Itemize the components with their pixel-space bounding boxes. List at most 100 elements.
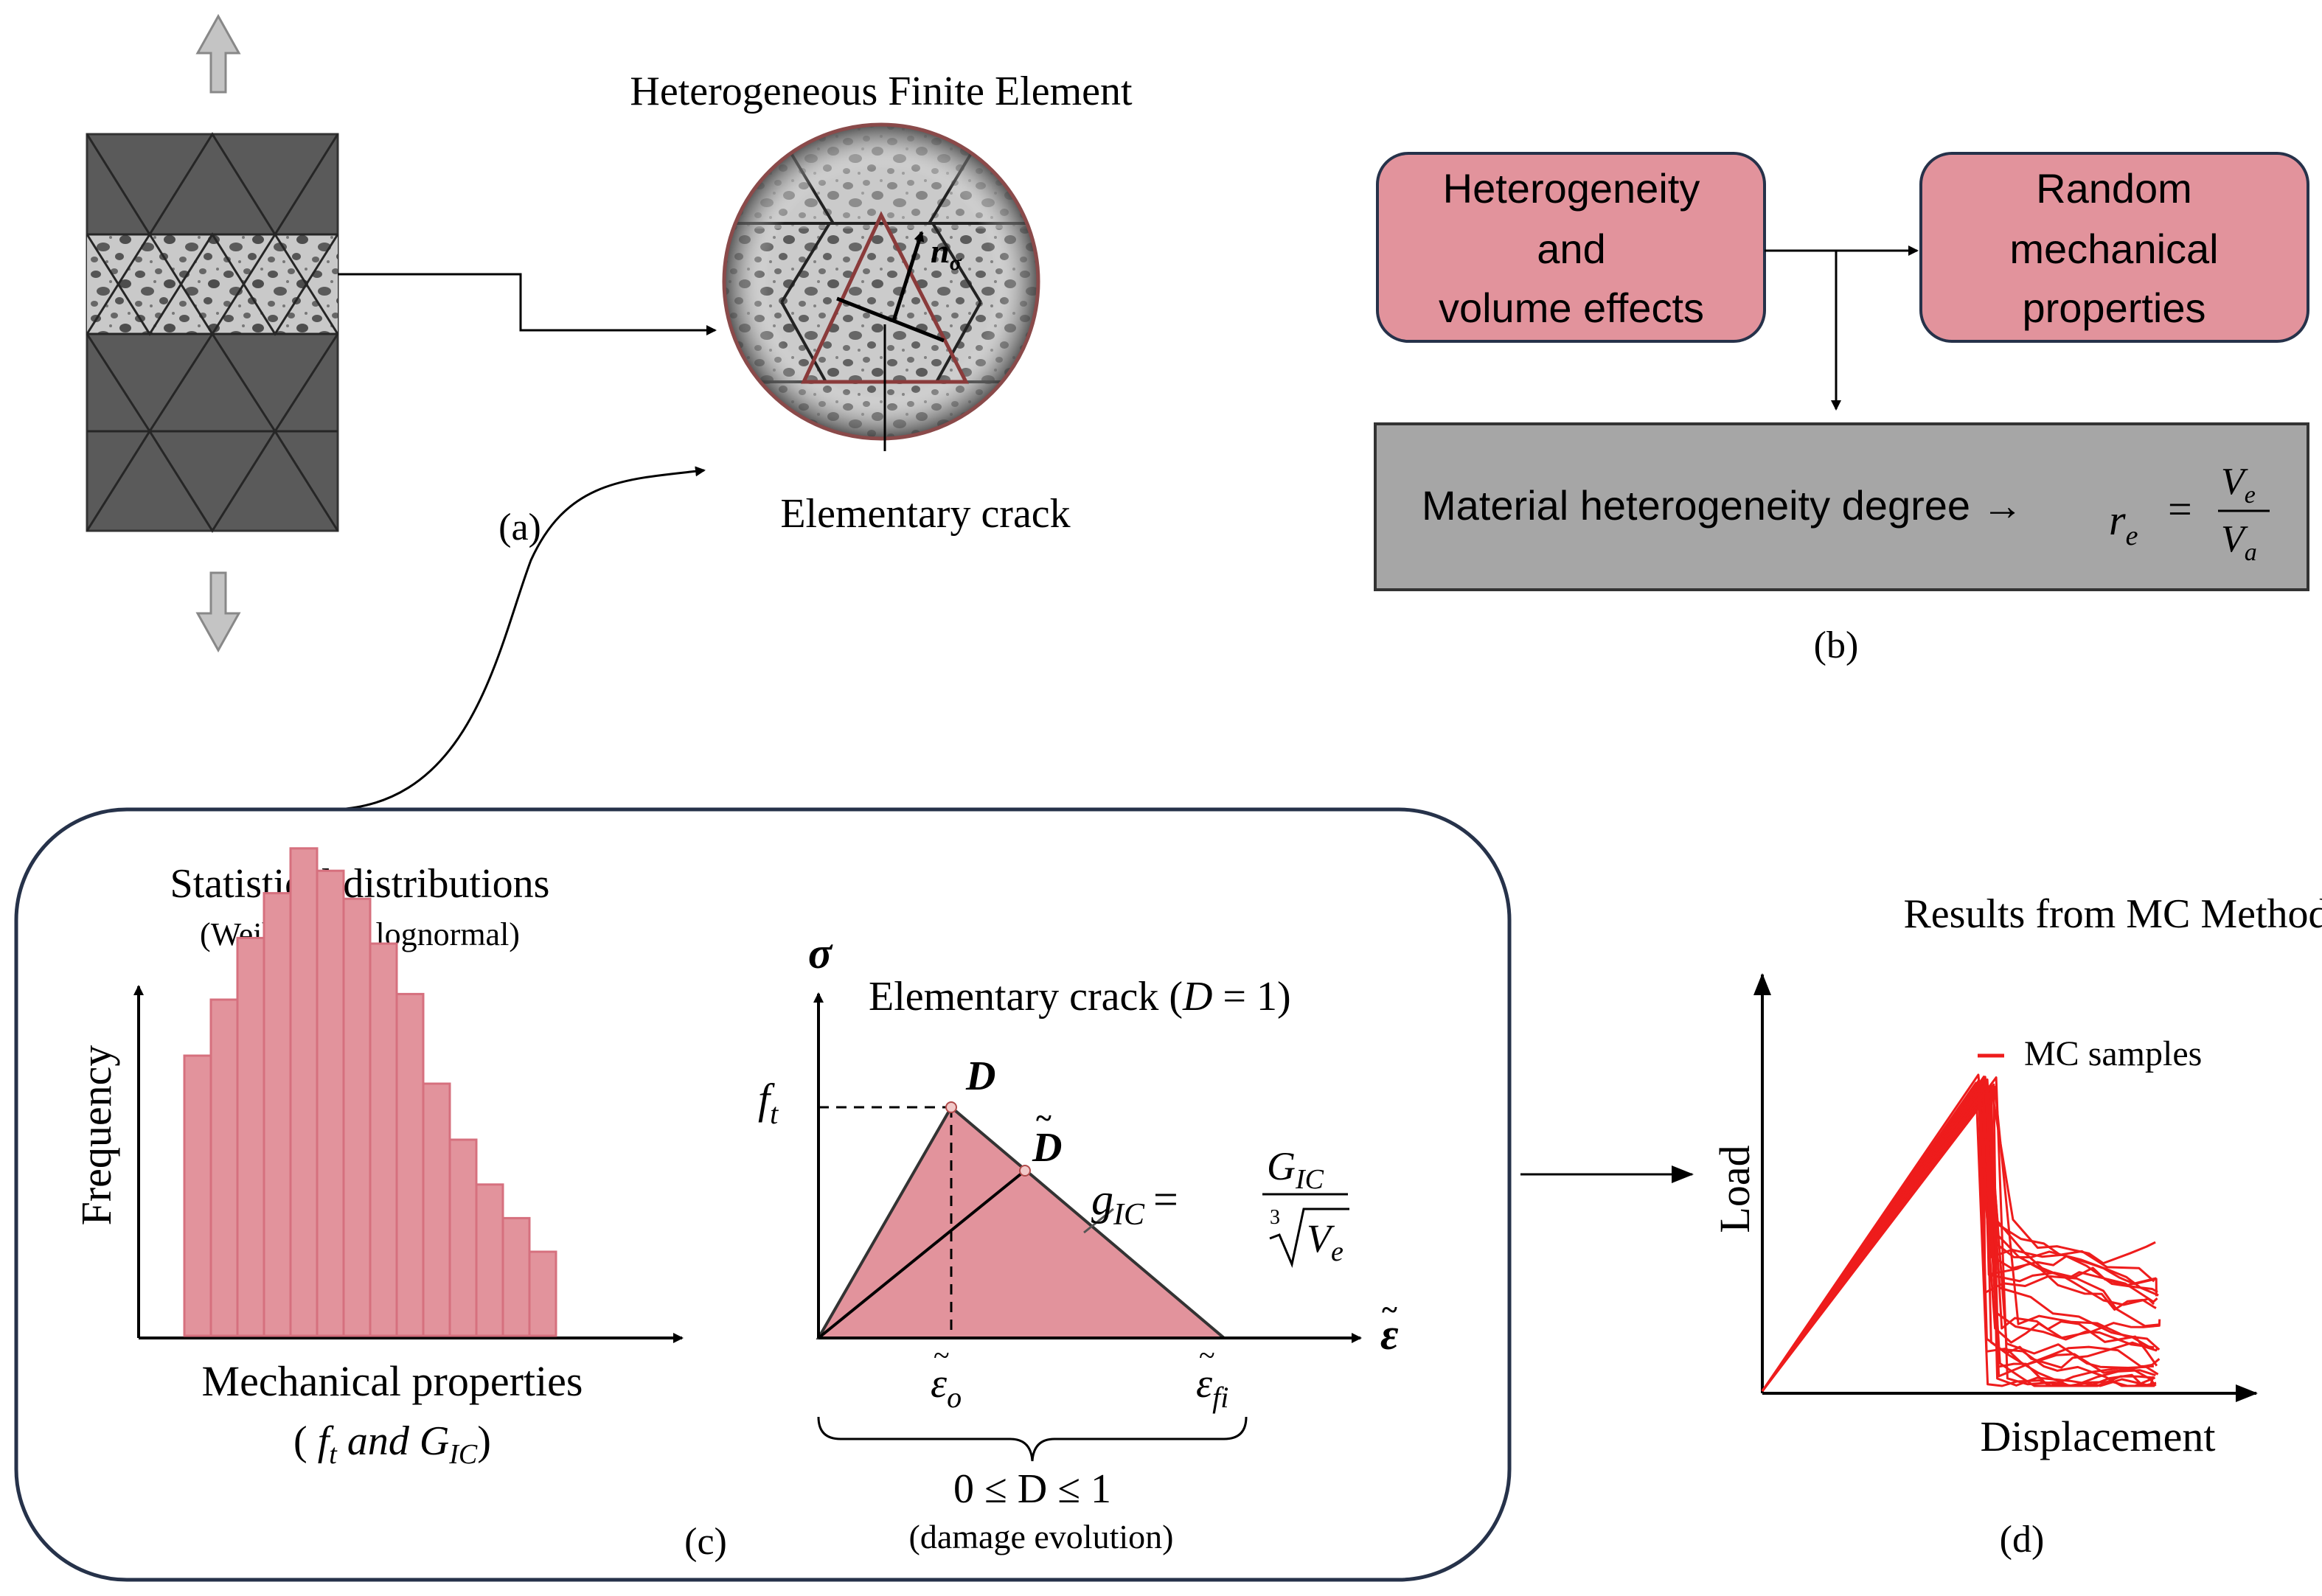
unloading-line — [817, 1169, 1026, 1339]
g-label-leader — [1083, 1208, 1114, 1234]
mc-sample-curve — [1761, 1085, 2161, 1392]
random-box-line-1: Random — [2036, 165, 2192, 212]
g-subscript: IC — [1113, 1198, 1145, 1232]
histogram-bar — [236, 936, 265, 1337]
histogram-bar — [369, 942, 398, 1337]
g-root-index: 3 — [1270, 1206, 1280, 1229]
crack-title: Elementary crack ( — [869, 974, 1183, 1020]
D-tilde-mark: ~ — [1036, 1101, 1051, 1135]
hist-x-label2-open: ( — [293, 1418, 318, 1464]
g-denominator-sub: e — [1331, 1236, 1344, 1267]
tension-up-arrow-icon — [195, 13, 241, 94]
mc-sample-curve — [1761, 1080, 2161, 1392]
svg-text:re: re — [2109, 496, 2138, 551]
g-numerator-sub: IC — [1295, 1164, 1324, 1195]
formula-equals: = — [2168, 485, 2192, 533]
histogram-bar — [263, 892, 292, 1337]
svg-text:εo: εo — [931, 1361, 962, 1414]
hist-y-label: Frequency — [72, 1045, 120, 1226]
svg-text:εfi: εfi — [1196, 1361, 1228, 1414]
g-denominator: V — [1307, 1216, 1335, 1261]
formula-box — [1374, 422, 2309, 591]
svg-text:Ve: Ve — [2221, 461, 2256, 509]
crack-title-eq: = 1) — [1212, 974, 1290, 1020]
panel-d-caption: (d) — [2000, 1519, 2045, 1561]
ft-subscript: t — [770, 1097, 779, 1130]
crack-title-D: D — [1182, 974, 1212, 1020]
g-equals: = — [1153, 1175, 1178, 1224]
mc-sample-curve — [1761, 1084, 2156, 1392]
hist-x-label2-G: G — [420, 1418, 449, 1464]
panel-d: Results from MC Method MC samples Load D… — [1711, 891, 2322, 1561]
tension-down-arrow-icon — [195, 571, 241, 653]
mc-sample-curve — [1761, 1088, 2157, 1392]
mc-sample-curve — [1761, 1089, 2161, 1392]
D-tilde-label: D — [1032, 1125, 1062, 1171]
connector-arrow — [338, 273, 717, 335]
point-D-tilde — [1019, 1165, 1031, 1177]
panel-c: Statistical distributions (Weibull and l… — [14, 807, 1512, 1582]
normal-vector-subscript: σ — [950, 251, 962, 275]
svg-text:Va: Va — [2221, 518, 2257, 566]
svg-text:ft: ft — [758, 1075, 779, 1130]
eps0-tilde: ~ — [934, 1339, 950, 1372]
hist-x-label2-ft-sub: t — [329, 1439, 338, 1470]
histogram-bar — [209, 998, 239, 1337]
svg-text:nσ: nσ — [931, 232, 962, 275]
curved-link-arrow — [335, 466, 706, 811]
panel-a-caption: (a) — [498, 506, 541, 548]
damage-range: 0 ≤ D ≤ 1 — [953, 1466, 1111, 1512]
sigma-label: σ — [808, 929, 833, 978]
mc-sample-curve — [1761, 1086, 2156, 1392]
damage-caption: (damage evolution) — [909, 1518, 1174, 1555]
mc-sample-curve — [1761, 1092, 2157, 1392]
hist-x-label2-close: ) — [477, 1418, 491, 1464]
g-root-sign — [1269, 1208, 1349, 1268]
histogram-bars — [183, 847, 557, 1337]
D-label: D — [965, 1053, 995, 1099]
histogram-bar — [183, 1054, 212, 1337]
panel-b: Heterogeneity and volume effects Random … — [1374, 152, 2309, 666]
g-label: g — [1091, 1175, 1113, 1224]
eps0-subscript: o — [947, 1381, 962, 1414]
formula-text: Material heterogeneity degree → — [1422, 482, 2023, 529]
histogram-bar — [395, 992, 425, 1337]
mc-sample-curve — [1761, 1079, 2155, 1392]
svg-text:( ft and GIC): ( ft and GIC) — [293, 1418, 491, 1470]
histogram-bar — [289, 847, 319, 1337]
heterogeneity-box-line-3: volume effects — [1439, 285, 1704, 331]
histogram-bar — [422, 1082, 451, 1337]
panel-a-title: Heterogeneous Finite Element — [630, 69, 1133, 114]
heterogeneity-box — [1376, 152, 1766, 343]
formula-denominator: V — [2221, 518, 2248, 560]
epsfi-label: ε — [1196, 1361, 1213, 1407]
damage-brace — [817, 1416, 1248, 1462]
formula-r-sub: e — [2126, 520, 2138, 551]
cohesive-law — [813, 992, 1362, 1343]
panel-a: nσ Heterogeneous Finite Element Elementa… — [86, 13, 1133, 811]
hist-x-label: Mechanical properties — [202, 1357, 583, 1405]
mc-sample-curves — [1761, 1073, 2161, 1392]
panel-c-frame — [14, 807, 1512, 1582]
mc-sample-curve — [1761, 1090, 2155, 1392]
eps0-label: ε — [931, 1361, 948, 1407]
panel-c-caption: (c) — [684, 1521, 727, 1563]
displacement-axis-label: Displacement — [1981, 1412, 2216, 1460]
point-D — [945, 1101, 957, 1113]
eps-axis-tilde: ~ — [1382, 1293, 1397, 1326]
random-box-line-2: mechanical — [2009, 226, 2218, 272]
normal-vector-label: n — [931, 232, 950, 270]
formula-denominator-sub: a — [2245, 539, 2257, 566]
svg-text:GIC: GIC — [1267, 1144, 1324, 1195]
histogram-bar — [342, 897, 372, 1337]
formula-numerator: V — [2221, 461, 2248, 503]
panel-b-caption: (b) — [1814, 624, 1859, 666]
formula-r: r — [2109, 496, 2126, 544]
histogram-bar — [501, 1216, 531, 1337]
histogram-bar — [475, 1183, 504, 1337]
magnified-element: nσ — [722, 122, 1040, 451]
legend-label: MC samples — [2024, 1034, 2202, 1073]
mesh-specimen — [86, 132, 339, 533]
heterogeneity-box-line-2: and — [1537, 226, 1605, 272]
mc-sample-curve — [1761, 1093, 2157, 1392]
